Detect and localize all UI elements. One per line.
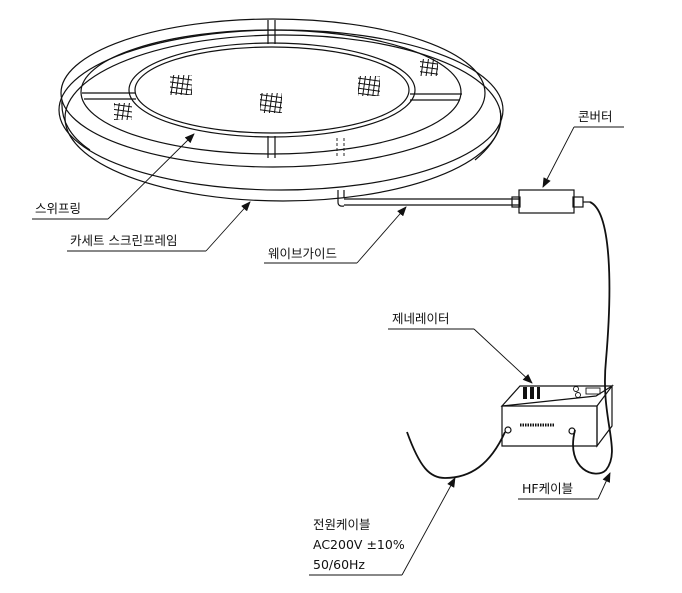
power-cable-title: 전원케이블 [313, 517, 371, 532]
screen-mesh [114, 59, 438, 120]
converter-label: 콘버터 [578, 109, 613, 124]
waveguide-label: 웨이브가이드 [268, 246, 337, 261]
waveguide [337, 190, 520, 207]
generator-box [500, 384, 615, 448]
spring-label-group: 스위프링 [32, 133, 195, 220]
waveguide-label-group: 웨이브가이드 [264, 206, 407, 264]
generator-label-group: 제네레이터 [388, 311, 533, 384]
power-cable-label-group: 전원케이블 AC200V ±10% 50/60Hz [309, 477, 456, 576]
hf-cable-label: HF케이블 [522, 481, 573, 496]
spring-label: 스위프링 [35, 201, 81, 216]
cassette-label-group: 카세트 스크린프레임 [67, 201, 251, 252]
power-cable [406, 431, 506, 479]
ring-spokes [82, 20, 462, 158]
hf-cable [572, 201, 613, 475]
converter-label-group: 콘버터 [542, 109, 624, 188]
power-cable-voltage: AC200V ±10% [313, 537, 405, 552]
power-cable-frequency: 50/60Hz [313, 557, 365, 572]
cassette-screen-frame [58, 18, 504, 202]
cassette-frame-label: 카세트 스크린프레임 [70, 233, 177, 248]
generator-label: 제네레이터 [392, 311, 450, 326]
converter-box [511, 189, 590, 214]
hf-cable-label-group: HF케이블 [518, 472, 611, 500]
